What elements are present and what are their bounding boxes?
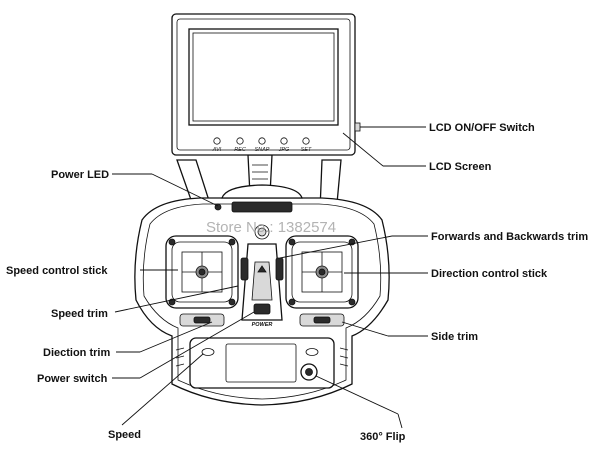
- avi-button[interactable]: [213, 137, 221, 145]
- label-power-switch: Power switch: [37, 373, 108, 385]
- snap-button-label: SNAP: [255, 147, 270, 153]
- controller-lcd-panel: [175, 337, 349, 389]
- callout-labels: LCD ON/OFF Switch LCD Screen Power LED F…: [6, 122, 588, 443]
- label-direction-stick: Direction control stick: [431, 268, 548, 280]
- speed-button[interactable]: [201, 348, 215, 356]
- label-power-led: Power LED: [51, 169, 109, 181]
- speed-control-stick[interactable]: [165, 235, 239, 309]
- snap-button[interactable]: [258, 137, 266, 145]
- monitor-buttons: AVI REC SNAP JPG SET: [212, 137, 312, 153]
- center-console: POWER: [240, 243, 284, 328]
- jpg-button-label: JPG: [278, 147, 290, 153]
- fwd-back-trim-slider[interactable]: [275, 257, 284, 281]
- direction-control-stick[interactable]: [285, 235, 359, 309]
- avi-button-label: AVI: [212, 147, 222, 153]
- power-text: POWER: [252, 322, 273, 328]
- rec-button[interactable]: [236, 137, 244, 145]
- label-flip: 360° Flip: [360, 431, 406, 443]
- lcd-on-off-switch[interactable]: [354, 122, 361, 132]
- label-speed: Speed: [108, 429, 141, 441]
- speed-trim-slider[interactable]: [240, 257, 249, 281]
- label-speed-trim: Speed trim: [51, 308, 108, 320]
- rec-button-label: REC: [234, 147, 246, 153]
- label-lcd-switch: LCD ON/OFF Switch: [429, 122, 535, 134]
- jpg-button[interactable]: [280, 137, 288, 145]
- lcd-screen: [188, 28, 339, 126]
- label-direction-trim: Diection trim: [43, 347, 110, 359]
- controller-screen: [225, 343, 297, 383]
- flip-button-top[interactable]: [305, 348, 319, 356]
- mode-indicator-icon: [257, 265, 267, 273]
- lower-trims: [179, 313, 345, 327]
- label-speed-stick: Speed control stick: [6, 265, 108, 277]
- set-button[interactable]: [302, 137, 310, 145]
- leader-lines: [112, 126, 428, 429]
- lcd-monitor: [171, 13, 361, 156]
- label-lcd-screen: LCD Screen: [429, 161, 492, 173]
- power-led-bar: [231, 201, 293, 213]
- set-button-label: SET: [301, 147, 312, 153]
- label-side-trim: Side trim: [431, 331, 478, 343]
- label-fwd-back-trim: Forwards and Backwards trim: [431, 231, 588, 243]
- watermark: Store No.: 1382574: [206, 219, 336, 236]
- power-switch[interactable]: [253, 303, 271, 315]
